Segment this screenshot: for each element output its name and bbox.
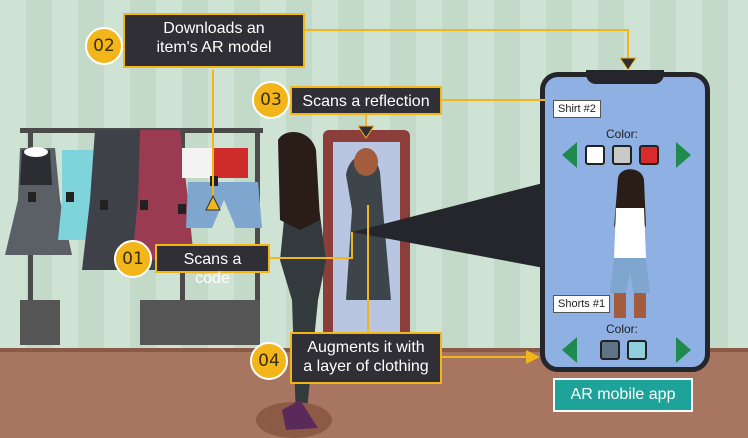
shorts-color-swatch-1[interactable] (600, 340, 620, 360)
shorts-color-swatch-2[interactable] (627, 340, 647, 360)
shirt-next-arrow-icon[interactable] (676, 142, 691, 168)
step-02-line2: item's AR model (156, 39, 272, 56)
step-02-number: 02 (85, 27, 123, 65)
ar-mobile-app-label: AR mobile app (553, 378, 693, 412)
scan-beam (352, 180, 555, 270)
shorts-tag: Shorts #1 (553, 295, 611, 313)
step-04-number: 04 (250, 342, 288, 380)
step-02-box: Downloads an item's AR model (123, 13, 305, 68)
white-top (182, 148, 214, 178)
red-top (214, 148, 248, 178)
step-04-line1: Augments it with (307, 339, 425, 356)
shorts-color-label: Color: (606, 322, 639, 336)
shirt-color-label: Color: (606, 127, 639, 141)
step-01-number: 01 (114, 240, 152, 278)
shirt-tag: Shirt #2 (553, 100, 601, 118)
step-02-line1: Downloads an (163, 20, 265, 37)
phone-notch (586, 70, 664, 84)
phone-model-figure (610, 169, 650, 318)
shirt-color-swatch-3[interactable] (639, 145, 659, 165)
step-04-line2: a layer of clothing (303, 358, 429, 375)
shirt-color-swatch-2[interactable] (612, 145, 632, 165)
shirt-prev-arrow-icon[interactable] (562, 142, 577, 168)
shorts-prev-arrow-icon[interactable] (562, 337, 577, 363)
burgundy-dress (132, 130, 194, 260)
step-03-box: Scans a reflection (290, 86, 442, 115)
shoe (282, 400, 318, 430)
step-01-box: Scans a code (155, 244, 270, 287)
step-03-number: 03 (252, 81, 290, 119)
step-04-box: Augments it with a layer of clothing (290, 332, 442, 384)
shirt-color-swatch-1[interactable] (585, 145, 605, 165)
shorts-next-arrow-icon[interactable] (676, 337, 691, 363)
denim-shorts (186, 182, 262, 228)
